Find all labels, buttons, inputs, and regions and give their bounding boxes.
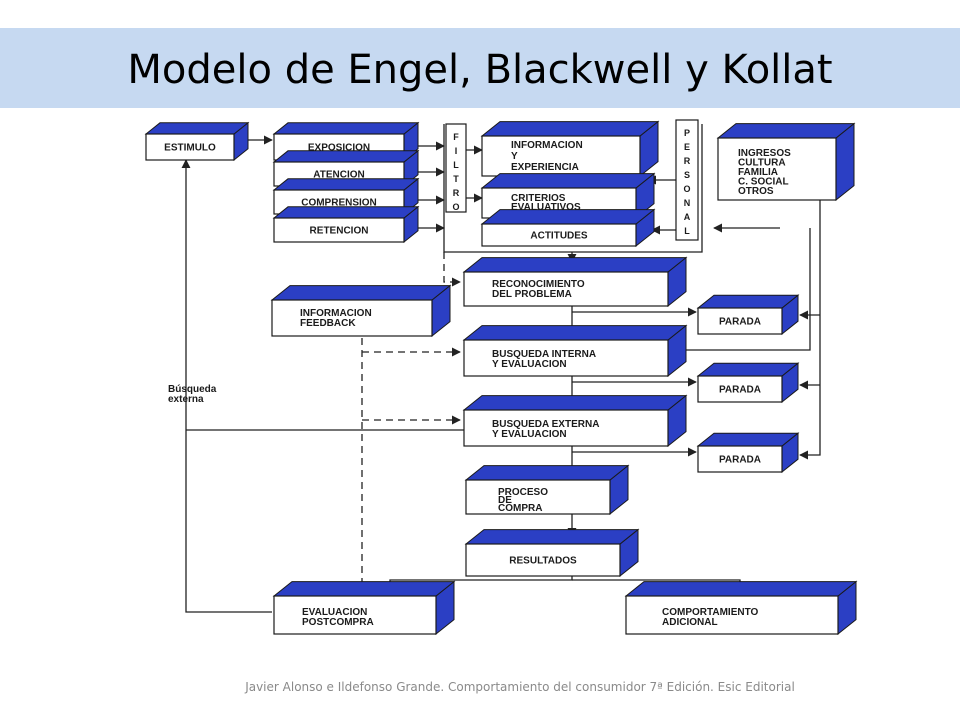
node-label: RETENCION (310, 226, 369, 237)
label-busqueda-externa: externa (168, 394, 204, 405)
link (443, 124, 703, 253)
node-label: CULTURA (738, 158, 786, 169)
node-label: EXPERIENCIA (511, 162, 579, 173)
node-label: OTROS (738, 186, 774, 197)
node-label: BUSQUEDA EXTERNA (492, 419, 599, 430)
node-letter: R (453, 188, 460, 198)
node-label: FEEDBACK (300, 318, 356, 329)
node-label: INGRESOS (738, 148, 791, 159)
node-label: C. SOCIAL (738, 177, 789, 188)
node-letter: R (684, 156, 691, 166)
node-letter: S (684, 170, 690, 180)
node-label: RECONOCIMIENTO (492, 279, 585, 290)
node-label: ADICIONAL (662, 617, 718, 628)
title-band (0, 28, 960, 108)
node-letter: F (453, 132, 459, 142)
node-label: PARADA (719, 455, 761, 466)
node-label: EVALUACION (302, 607, 367, 618)
node-label: ESTIMULO (164, 143, 216, 154)
node-label: ACTITUDES (530, 231, 588, 242)
node-label: CRITERIOS (511, 193, 566, 204)
node-label: PROCESO (498, 487, 548, 498)
node-parada-1: PARADA (696, 294, 800, 336)
node-label: EXPOSICION (308, 143, 370, 154)
node-label: EVALUATIVOS (511, 202, 581, 213)
link (684, 228, 811, 351)
node-label: DEL PROBLEMA (492, 289, 572, 300)
node-label: PARADA (719, 385, 761, 396)
node-label: DE (498, 495, 512, 506)
node-parada-2: PARADA (696, 362, 800, 404)
node-label: POSTCOMPRA (302, 617, 374, 628)
node-retencion: RETENCION (272, 205, 420, 244)
node-label: Y (511, 151, 518, 162)
node-label: Y EVALUACION (492, 359, 567, 370)
node-letter: E (684, 142, 690, 152)
node-letter: I (455, 146, 458, 156)
node-label: COMPRA (498, 503, 542, 514)
node-label: PARADA (719, 317, 761, 328)
node-letter: L (453, 160, 459, 170)
node-resultados: RESULTADOS (464, 528, 640, 578)
node-label: BUSQUEDA INTERNA (492, 349, 596, 360)
node-label: INFORMACION (300, 308, 372, 319)
node-letter: N (684, 198, 691, 208)
label-busqueda-externa: Búsqueda (168, 384, 217, 395)
link (443, 252, 461, 287)
node-label: RESULTADOS (509, 556, 577, 567)
node-label: INFORMACION (511, 140, 583, 151)
node-letter: O (452, 202, 459, 212)
link (181, 159, 272, 613)
node-label: COMPORTAMIENTO (662, 607, 759, 618)
node-label: Y EVALUACION (492, 429, 567, 440)
node-letter: A (684, 212, 691, 222)
node-letter: L (684, 226, 690, 236)
node-actitudes: ACTITUDES (480, 208, 656, 248)
node-label: COMPRENSION (301, 198, 377, 209)
slide-footer: Javier Alonso e Ildefonso Grande. Compor… (245, 680, 795, 694)
node-letter: P (684, 128, 690, 138)
node-label: FAMILIA (738, 167, 778, 178)
slide-title: Modelo de Engel, Blackwell y Kollat (127, 47, 833, 93)
node-letter: T (453, 174, 459, 184)
node-parada-3: PARADA (696, 432, 800, 474)
link (799, 200, 821, 460)
node-estimulo: ESTIMULO (144, 121, 250, 162)
node-label: ATENCION (313, 170, 364, 181)
node-letter: O (683, 184, 690, 194)
